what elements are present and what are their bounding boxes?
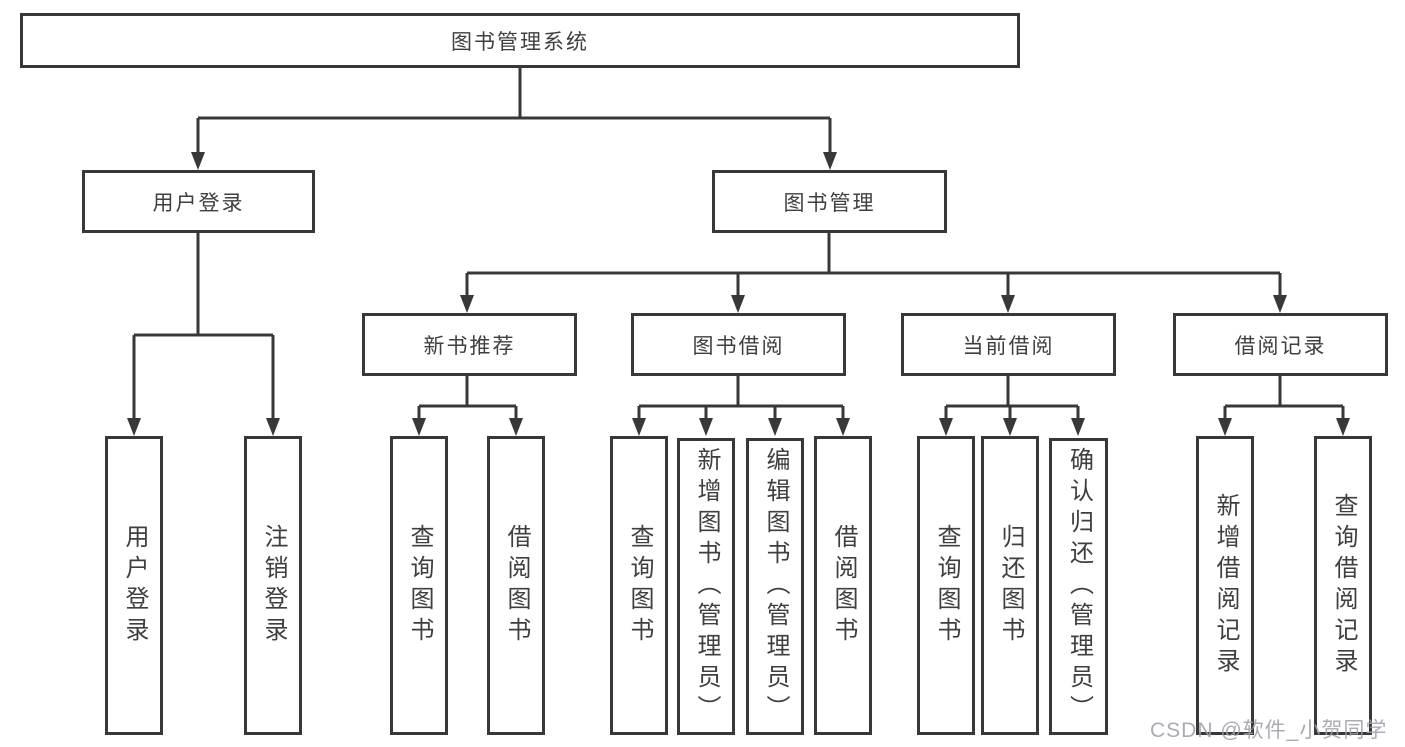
node-label: 新增图书（管理员） [693,447,720,726]
node-label: 借阅记录 [1234,334,1327,358]
node-label: 借阅图书 [503,523,530,648]
node-label: 查询图书 [406,523,433,648]
leaf-borrow-books: 借阅图书 [814,436,872,735]
leaf-logout: 注销登录 [244,436,302,735]
node-user-login: 用户登录 [82,170,315,233]
leaf-add-books-admin: 新增图书（管理员） [677,438,735,735]
leaf-query-books-borrow: 查询图书 [610,436,668,735]
node-current-borrowing: 当前借阅 [901,313,1116,376]
leaf-query-borrow-record: 查询借阅记录 [1314,436,1372,735]
node-label: 编辑图书（管理员） [762,447,789,726]
node-label: 图书借阅 [692,334,785,358]
node-label: 借阅图书 [830,523,857,648]
node-borrowing-records: 借阅记录 [1173,313,1388,376]
node-label: 新书推荐 [423,334,516,358]
node-label: 当前借阅 [962,334,1055,358]
leaf-return-books: 归还图书 [981,436,1039,735]
leaf-edit-books-admin: 编辑图书（管理员） [746,438,804,735]
node-label: 用户登录 [152,191,245,215]
node-label: 图书管理 [783,191,876,215]
node-label: 查询借阅记录 [1330,492,1357,679]
leaf-add-borrow-record: 新增借阅记录 [1196,436,1254,735]
leaf-borrow-books-recommend: 借阅图书 [487,436,545,735]
node-new-book-recommendation: 新书推荐 [362,313,577,376]
csdn-watermark: CSDN @软件_小贺同学 [1150,719,1388,742]
node-label: 查询图书 [626,523,653,648]
node-label: 新增借阅记录 [1212,492,1239,679]
node-label: 图书管理系统 [451,30,589,54]
node-label: 注销登录 [260,523,287,648]
node-book-borrowing: 图书借阅 [631,313,846,376]
leaf-user-login: 用户登录 [105,436,163,735]
node-label: 用户登录 [121,523,148,648]
leaf-query-books-recommend: 查询图书 [390,436,448,735]
node-label: 查询图书 [933,523,960,648]
node-label: 归还图书 [997,523,1024,648]
node-book-management: 图书管理 [712,170,947,233]
node-library-management-system: 图书管理系统 [20,13,1020,68]
leaf-confirm-return-admin: 确认归还（管理员） [1049,438,1108,735]
leaf-query-books-current: 查询图书 [917,436,975,735]
node-label: 确认归还（管理员） [1065,447,1093,726]
